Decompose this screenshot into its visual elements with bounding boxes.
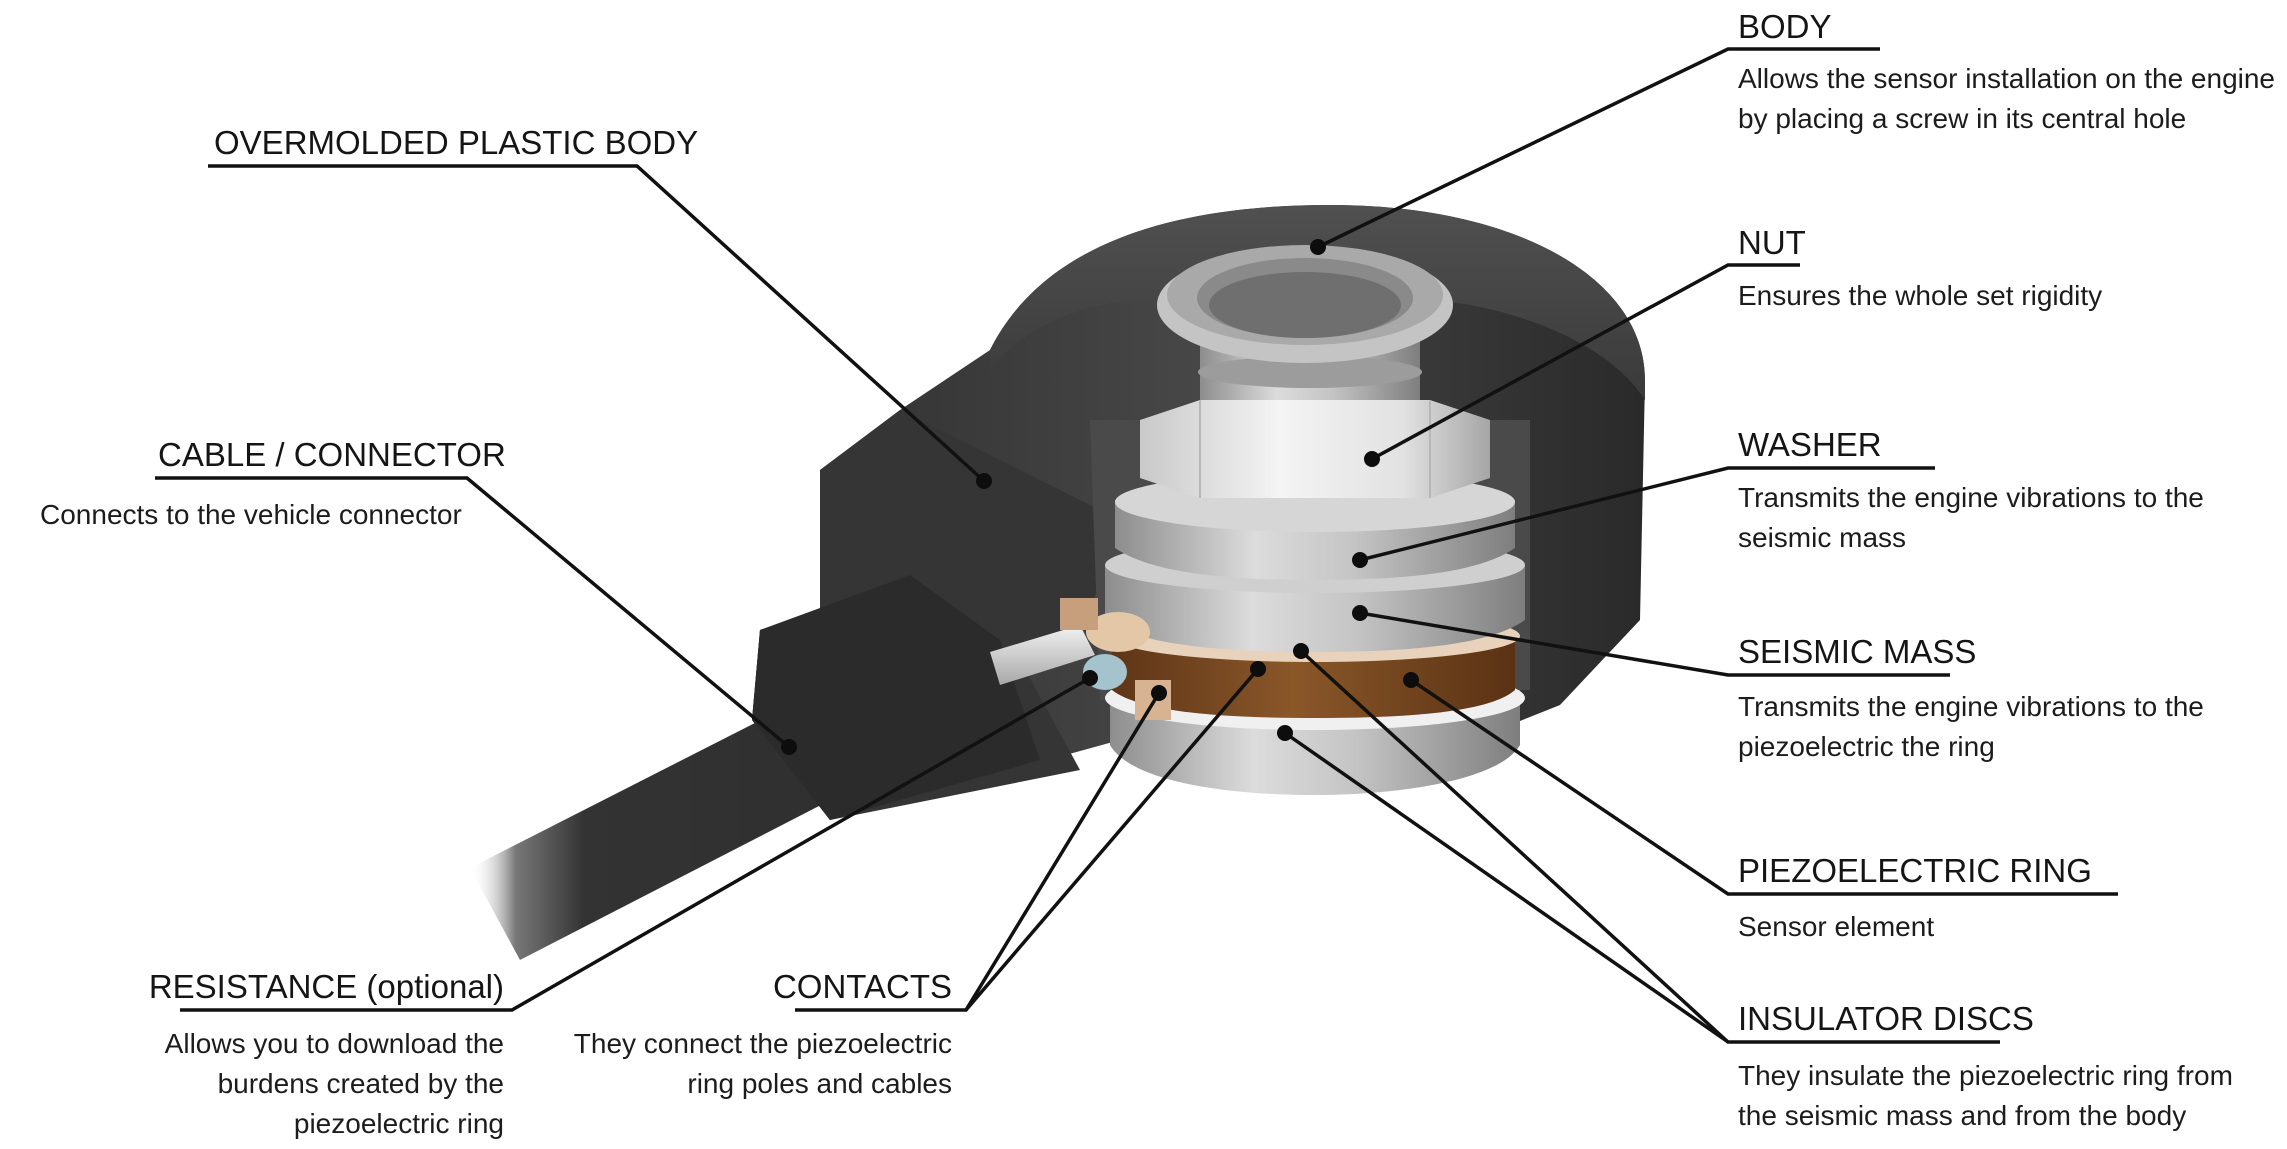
wire-end [1086,612,1150,652]
resistance-dot [1082,670,1098,686]
resistance-title: RESISTANCE (optional) [149,968,504,1005]
connector-boot [752,575,1040,820]
cable [470,700,850,960]
insulator-leader-lower [1283,731,1730,1044]
contact-tab-left [1060,598,1098,630]
nut-title: NUT [1738,224,1806,261]
body-leader [1317,47,1880,249]
overmolded-title: OVERMOLDED PLASTIC BODY [214,124,698,161]
seismic-mass-desc-line-2: piezoelectric the ring [1738,731,1995,762]
body-neck-groove [1198,356,1422,388]
nut-block [1140,400,1490,498]
insulator-discs-desc-line-1: They insulate the piezoelectric ring fro… [1738,1060,2233,1091]
seismic-mass-desc-line-1: Transmits the engine vibrations to the [1738,691,2204,722]
leader-lines [155,47,2118,1044]
nut-desc-line-1: Ensures the whole set rigidity [1738,280,2102,311]
body-desc-line-1: Allows the sensor installation on the en… [1738,63,2275,94]
insulator-discs-desc-line-2: the seismic mass and from the body [1738,1100,2186,1131]
nut-dot [1364,451,1380,467]
contacts-desc-line-1: They connect the piezoelectric [574,1028,952,1059]
body-title: BODY [1738,8,1832,45]
washer-leader [1359,466,1935,562]
cable-leader [155,476,791,749]
body-desc-line-2: by placing a screw in its central hole [1738,103,2186,134]
body-center-hole-inner [1209,272,1401,338]
wire [990,625,1095,685]
contacts-title: CONTACTS [773,968,952,1005]
nut-leader [1371,263,1800,461]
insulator-dot-lower [1277,725,1293,741]
nut-face-edge [1199,400,1431,498]
cable-dot [781,739,797,755]
housing-top [990,205,1645,400]
body-dot [1310,239,1326,255]
cable-connector-title: CABLE / CONNECTOR [158,436,506,473]
washer-desc-line-1: Transmits the engine vibrations to the [1738,482,2204,513]
washer-desc-line-2: seismic mass [1738,522,1906,553]
resistance-desc-line-2: burdens created by the [218,1068,504,1099]
resistance-leader [180,676,1091,1012]
cable-connector-desc-line-1: Connects to the vehicle connector [40,499,462,530]
contacts-leader-right [964,667,1260,1012]
seismic-mass-leader [1359,611,1950,677]
contacts-desc-line-2: ring poles and cables [687,1068,952,1099]
contacts-dot-left [1151,685,1167,701]
piezo-ring-dot [1403,672,1419,688]
washer-dot [1352,552,1368,568]
seismic-mass-dot [1352,605,1368,621]
insulator-discs-title: INSULATOR DISCS [1738,1000,2034,1037]
contacts-dot-right [1250,661,1266,677]
resistance-desc-line-3: piezoelectric ring [294,1108,504,1139]
piezo-ring-desc-line-1: Sensor element [1738,911,1934,942]
insulator-dot-upper [1293,643,1309,659]
piezo-ring-title: PIEZOELECTRIC RING [1738,852,2092,889]
resistance-desc-line-1: Allows you to download the [165,1028,504,1059]
overmolded-dot [976,473,992,489]
sensor-illustration [470,205,1645,960]
washer-title: WASHER [1738,426,1882,463]
seismic-mass-title: SEISMIC MASS [1738,633,1976,670]
piezo-ring-leader [1410,678,2118,896]
callout-labels: BODY Allows the sensor installation on t… [40,8,2275,1139]
overmolded-leader [208,164,986,483]
